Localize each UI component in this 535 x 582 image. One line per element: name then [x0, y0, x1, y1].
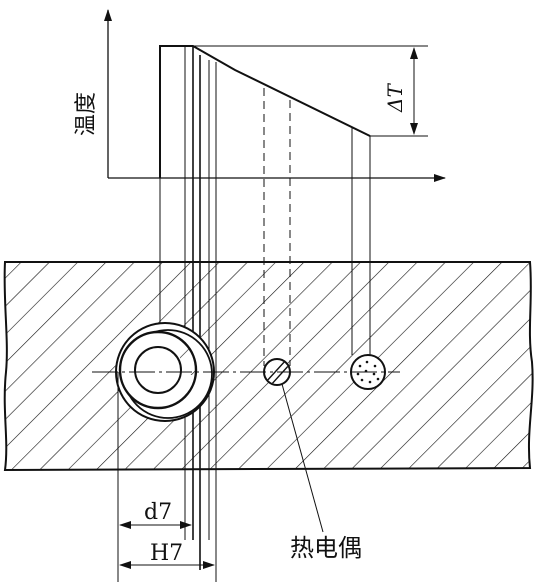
delta-t-label: ΔT	[383, 83, 407, 113]
thermocouple-junction-dots	[356, 360, 380, 384]
d7-label: d7	[144, 500, 172, 525]
dimension-d7: d7	[117, 372, 192, 582]
shaft-inner-circle	[134, 346, 182, 394]
h7-label: H7	[150, 541, 183, 566]
thermocouple-callout: 热电偶	[281, 383, 362, 562]
metal-block	[3, 261, 534, 472]
temperature-axis-label: 温度	[74, 92, 99, 136]
temperature-graph: 温度 ΔT	[74, 9, 446, 182]
temperature-profile-curve	[159, 45, 371, 178]
block-outline	[3, 261, 534, 472]
thermocouple-label: 热电偶	[290, 534, 362, 562]
dimension-h7: H7	[119, 541, 215, 569]
